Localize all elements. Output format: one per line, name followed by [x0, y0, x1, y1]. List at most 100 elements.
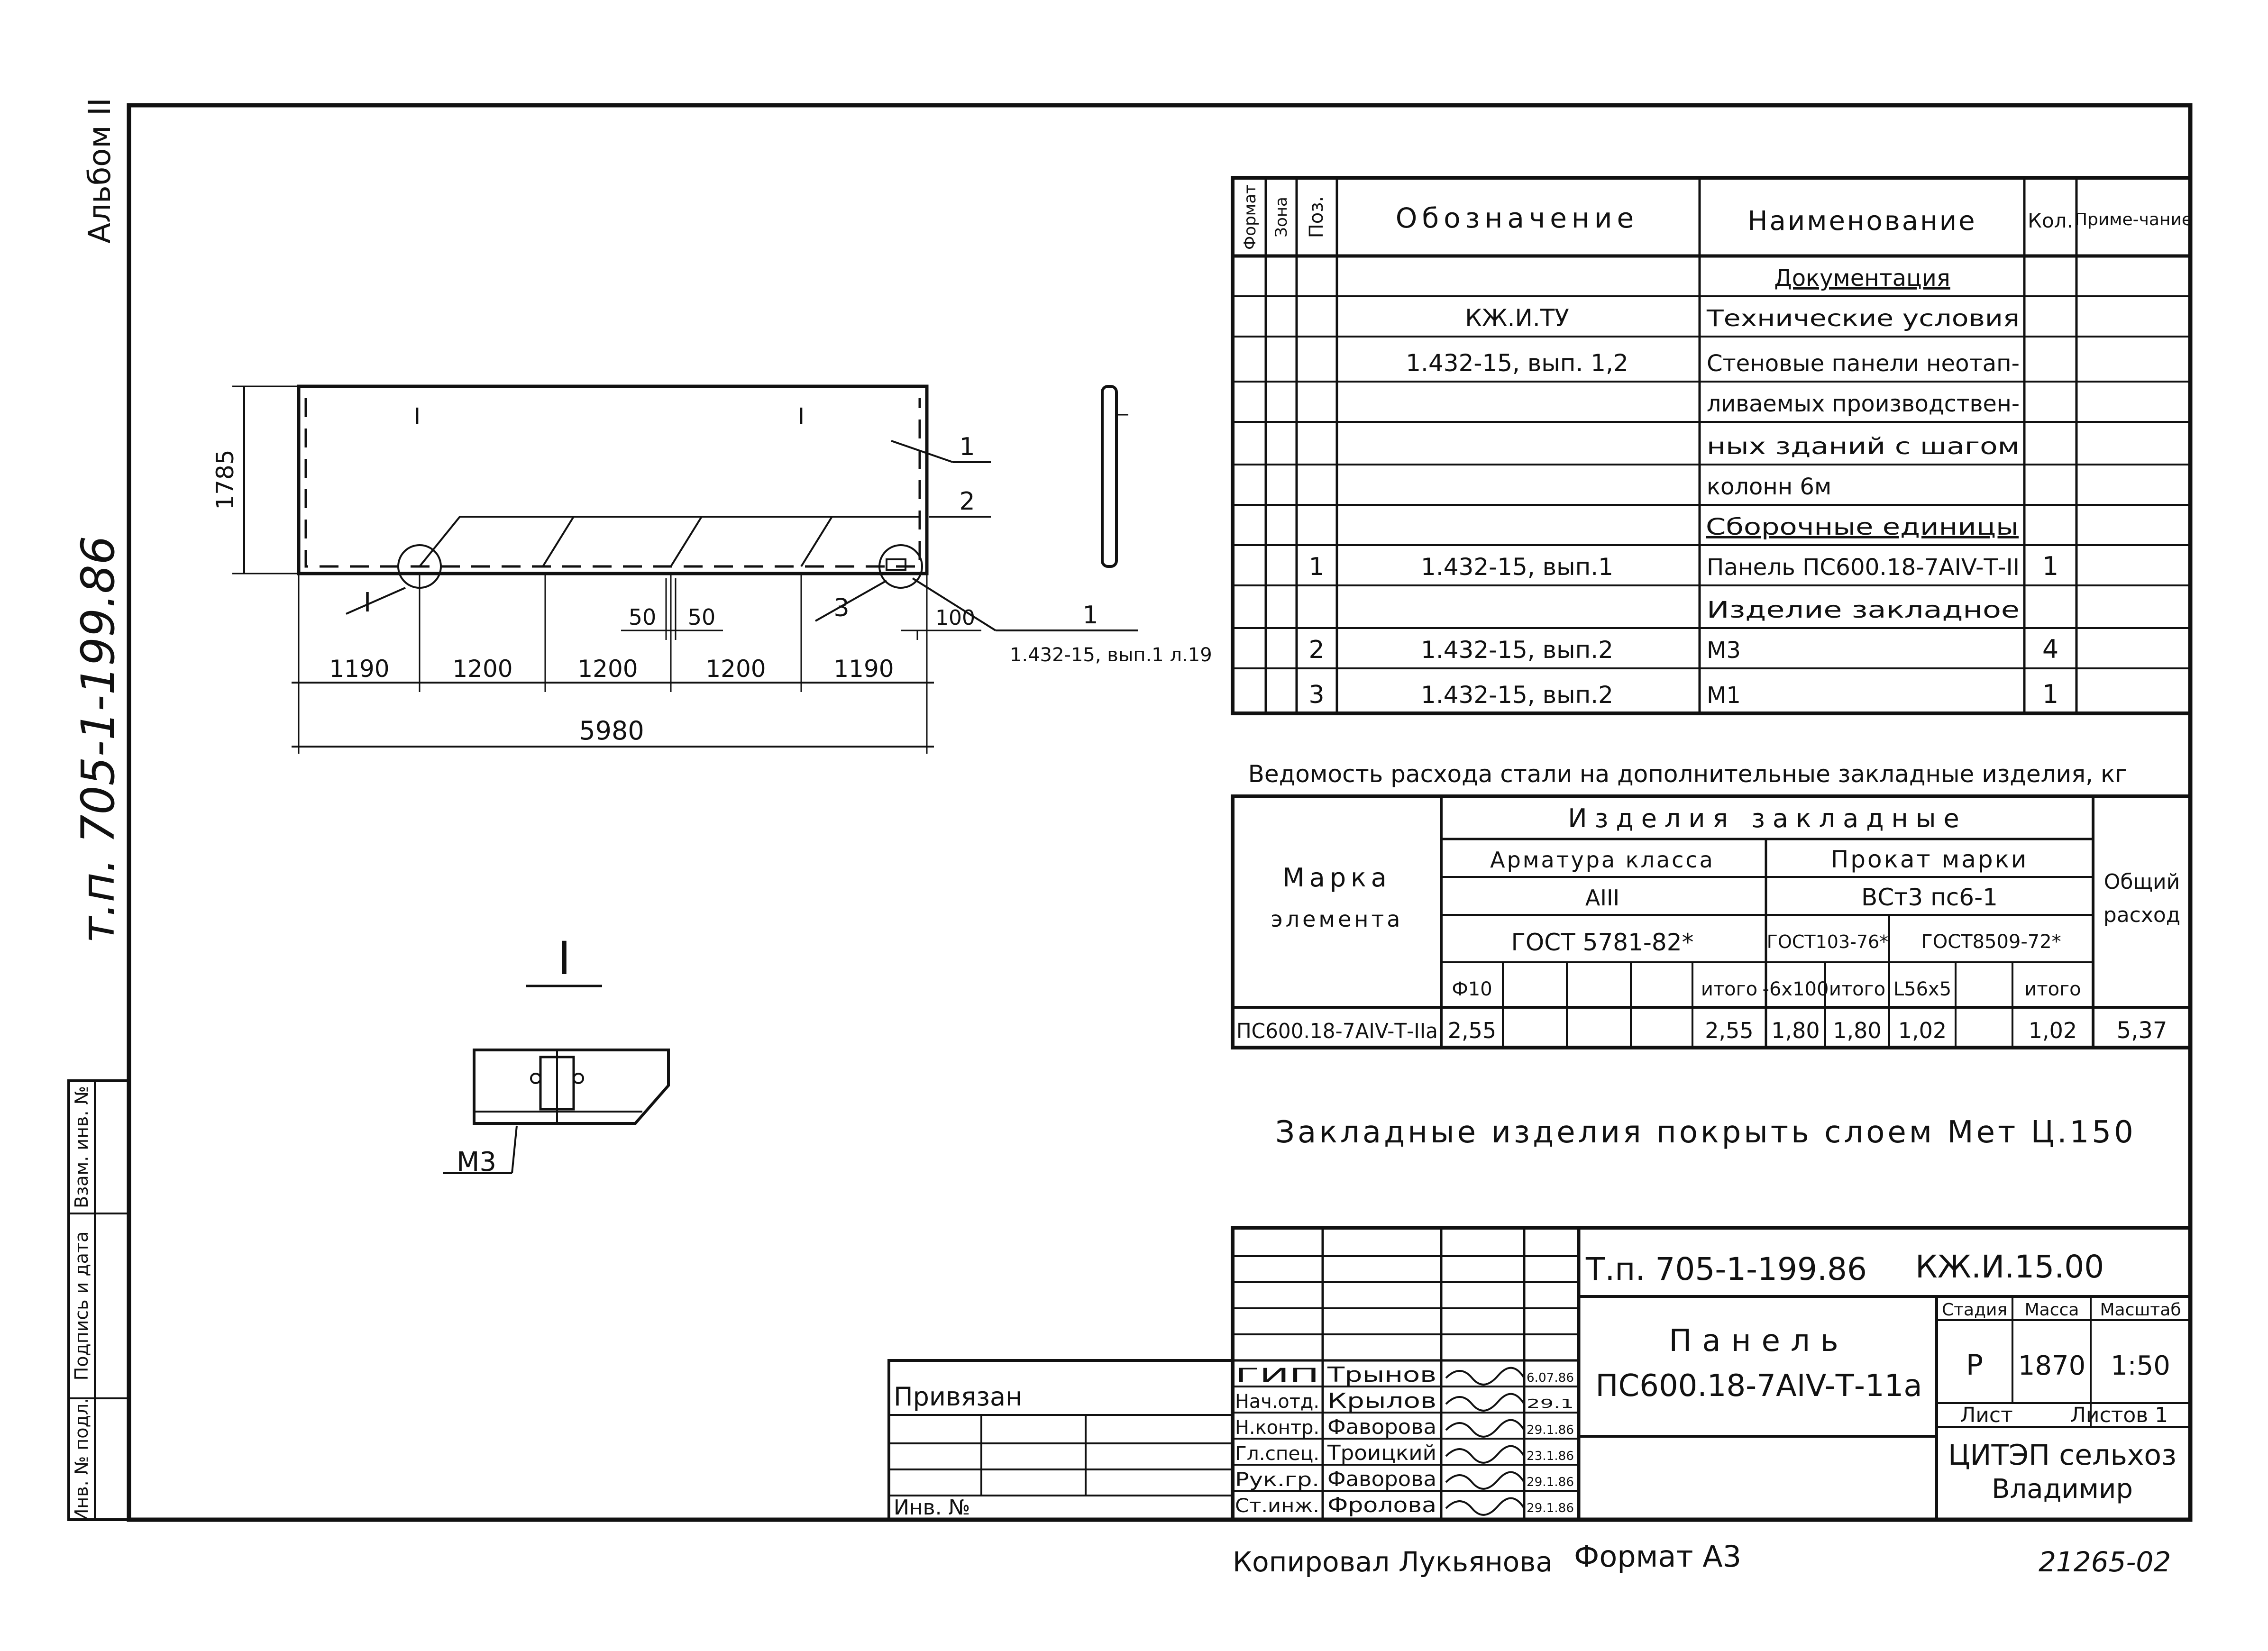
staff-date: 29.1.86 — [1527, 1423, 1574, 1437]
project-code-vertical: т.п. 705-1-199.86 — [72, 536, 125, 943]
steel-mark-l1: Марка — [1282, 863, 1391, 893]
spec-h-designation: Обозначение — [1396, 202, 1638, 234]
staff-name: Троицкий — [1327, 1441, 1436, 1465]
signature-scribble — [1445, 1497, 1525, 1516]
tb-stage-h: Стадия — [1942, 1300, 2007, 1320]
dim-100: 100 — [935, 606, 975, 630]
spec-row-name: Сборочные единицы — [1706, 514, 2019, 540]
top-mark-right: I — [798, 403, 805, 430]
staff-name: Фаворова — [1327, 1467, 1436, 1491]
detail-circle-3 — [878, 544, 923, 589]
spec-row-pos: 3 — [1308, 681, 1324, 709]
steel-sub-header: итого — [1701, 978, 1757, 1000]
spec-h-name: Наименование — [1747, 206, 1976, 237]
tb-org-l2: Владимир — [1992, 1474, 2133, 1505]
callout-3: 3 — [833, 594, 849, 622]
tb-privyazan: Привязан — [894, 1382, 1022, 1412]
spec-row-name: ных зданий с шагом — [1707, 433, 2020, 460]
steel-table — [1231, 794, 2192, 1049]
spec-h-pos: Поз. — [1306, 196, 1327, 238]
staff-role: Нач.отд. — [1235, 1391, 1319, 1413]
staff-role: ГИП — [1235, 1365, 1319, 1386]
tb-sheets: Листов 1 — [2070, 1403, 2168, 1427]
spec-row-qty: 1 — [2042, 551, 2058, 581]
spec-row-name: Технические условия — [1706, 305, 2020, 332]
panel-drawing: I I I 3 1 2 1 1.432-15, вып.1 л.19 1785 … — [211, 384, 1212, 754]
callout-2: 2 — [959, 487, 975, 516]
title-block — [887, 1226, 2192, 1522]
spec-row-name: колонн 6м — [1707, 474, 1831, 500]
staff-date: 29.1.86 — [1527, 1501, 1574, 1515]
staff-role: Рук.гр. — [1235, 1469, 1319, 1491]
spec-row-name: Изделие закладное — [1707, 597, 2020, 623]
signature-scribble — [1445, 1393, 1525, 1412]
dim-seg-2: 1200 — [452, 655, 512, 683]
staff-name: Фаворова — [1327, 1415, 1436, 1439]
steel-row-value: 2,55 — [1448, 1018, 1496, 1043]
steel-sub-header: -6х100 — [1763, 978, 1829, 1000]
spec-row-name: Стеновые панели неотап- — [1707, 350, 2020, 377]
detail-I: I М3 — [443, 932, 670, 1177]
steel-row-total: 5,37 — [2117, 1017, 2167, 1044]
staff-name: Трынов — [1327, 1363, 1436, 1387]
spec-row-name: Панель ПС600.18-7АIV-Т-II — [1707, 554, 2020, 581]
staff-role: Ст.инж. — [1235, 1495, 1319, 1517]
steel-table-text: Марка элемента Изделия закладные Арматур… — [1236, 803, 2180, 1044]
detail-label: М3 — [457, 1147, 496, 1177]
staff-date: 29.1 — [1527, 1397, 1574, 1411]
steel-title: Ведомость расхода стали на дополнительны… — [1248, 760, 2128, 788]
staff-name: Крылов — [1327, 1389, 1436, 1413]
spec-row-name: М3 — [1707, 637, 1741, 664]
spec-row-name: Документация — [1774, 265, 1950, 292]
callout-1-ref: 1 — [1082, 601, 1098, 629]
steel-mark-l2: элемента — [1271, 906, 1403, 932]
tb-org-l1: ЦИТЭП сельхоз — [1948, 1439, 2177, 1472]
top-mark-left: I — [414, 403, 421, 430]
dim-50-left: 50 — [629, 604, 657, 630]
spec-row-designation: 1.432-15, вып.2 — [1421, 681, 1613, 709]
steel-group: Изделия закладные — [1568, 803, 1966, 833]
dim-seg-1: 1190 — [329, 655, 389, 683]
staff-role: Гл.спец. — [1235, 1443, 1319, 1465]
tb-scale-h: Масштаб — [2100, 1300, 2181, 1320]
tb-inv: Инв. № — [894, 1496, 970, 1520]
steel-rolled: Прокат марки — [1831, 846, 2029, 873]
spec-row-pos: 2 — [1308, 636, 1324, 664]
steel-row-value: 1,02 — [1898, 1018, 1947, 1043]
staff-role: Н.контр. — [1235, 1417, 1319, 1439]
tb-mass: 1870 — [2018, 1350, 2086, 1381]
spec-row-qty: 1 — [2042, 679, 2058, 709]
spec-row-designation: КЖ.И.ТУ — [1465, 304, 1569, 332]
strip-signature-date: Подпись и дата — [71, 1231, 92, 1381]
callout-1: 1 — [959, 433, 975, 461]
footer-copied: Копировал Лукьянова — [1233, 1546, 1553, 1578]
spec-row-name: М1 — [1707, 682, 1741, 709]
tb-code2: КЖ.И.15.00 — [1915, 1249, 2104, 1285]
staff-date: 29.1.86 — [1527, 1475, 1574, 1489]
spec-table-text: Формат Зона Поз. Обозначение Наименовани… — [1241, 184, 2192, 250]
dim-50-right: 50 — [688, 604, 716, 630]
steel-armature: Арматура класса — [1490, 847, 1715, 873]
signature-scribble — [1445, 1445, 1525, 1464]
spec-h-note: Приме-чание — [2075, 210, 2192, 229]
staff-name: Фролова — [1327, 1493, 1436, 1517]
steel-row-value: 1,80 — [1833, 1018, 1881, 1043]
staff-date: 6.07.86 — [1527, 1371, 1574, 1385]
steel-row-value: 1,80 — [1771, 1018, 1820, 1043]
left-stamp-strip: Инв. № подл. Подпись и дата Взам. инв. № — [67, 1079, 130, 1522]
signature-scribble — [1445, 1419, 1525, 1438]
panel-inner-contour — [304, 398, 921, 568]
spec-row-designation: 1.432-15, вып.2 — [1421, 636, 1613, 664]
steel-row-value: 2,55 — [1705, 1018, 1753, 1043]
tb-stage: Р — [1966, 1349, 1983, 1382]
tb-sheet: Лист — [1960, 1403, 2013, 1427]
steel-armature-class: АIII — [1585, 885, 1619, 911]
panel-side-section — [1101, 385, 1128, 568]
spec-h-qty: Кол. — [2028, 209, 2073, 232]
callout-I: I — [364, 587, 372, 618]
ref-sheet-label: 1.432-15, вып.1 л.19 — [1010, 644, 1212, 666]
album-label: Альбом II — [82, 98, 118, 243]
staff-date: 23.1.86 — [1527, 1449, 1574, 1463]
